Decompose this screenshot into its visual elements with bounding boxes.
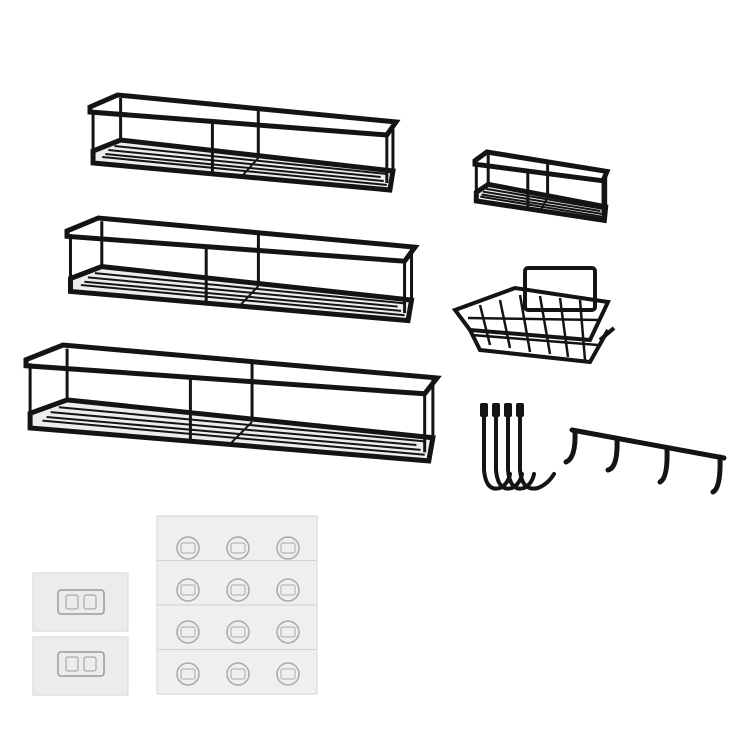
adhesive-hook-mount <box>226 662 250 686</box>
adhesive-pad <box>32 636 129 696</box>
adhesive-hook-slot <box>280 542 296 554</box>
adhesive-hook-mount <box>276 578 300 602</box>
adhesive-hook-slot <box>180 584 196 596</box>
adhesive-hook-slot <box>230 668 246 680</box>
adhesive-hook-slot <box>280 668 296 680</box>
hook-rail <box>563 427 727 495</box>
adhesive-hook-mount <box>176 536 200 560</box>
adhesive-hook-slot <box>230 626 246 638</box>
adhesive-pad <box>32 572 129 632</box>
adhesive-hook-mount <box>226 536 250 560</box>
single-hooks <box>480 403 556 491</box>
adhesive-hook-mount <box>226 620 250 644</box>
adhesive-hook-mount <box>276 662 300 686</box>
adhesive-hook-mount <box>276 536 300 560</box>
adhesive-hook-slot <box>180 668 196 680</box>
soap-dish <box>451 266 616 365</box>
adhesive-hook-mount <box>276 620 300 644</box>
adhesive-hook-mount <box>176 578 200 602</box>
adhesive-hook-slot <box>180 542 196 554</box>
adhesive-hook-mount <box>176 662 200 686</box>
adhesive-hook-mount <box>226 578 250 602</box>
adhesive-pads-single <box>32 572 129 696</box>
adhesive-pad-sheet <box>156 515 318 695</box>
adhesive-hook-slot <box>280 626 296 638</box>
adhesive-hook-mount <box>176 620 200 644</box>
adhesive-hook-slot <box>230 542 246 554</box>
adhesive-hook-slot <box>280 584 296 596</box>
adhesive-hook-slot <box>230 584 246 596</box>
adhesive-hook-slot <box>180 626 196 638</box>
